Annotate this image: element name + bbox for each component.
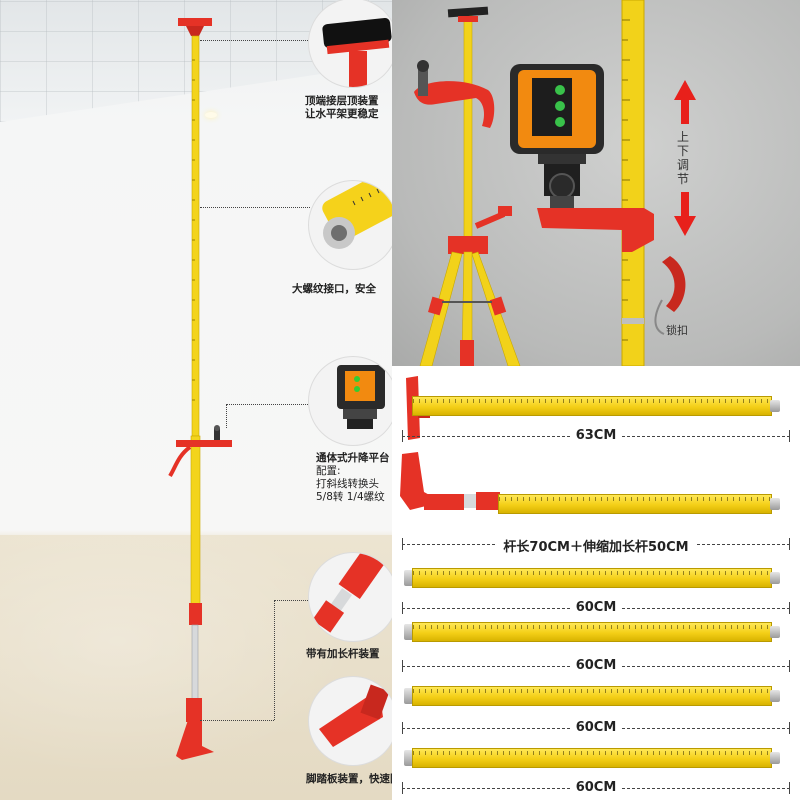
callout-thread-circle xyxy=(308,180,392,270)
tripod-detail-photo: 上 下 调 节 锁扣 xyxy=(392,0,800,366)
pole-lower xyxy=(190,435,201,607)
adjust-label-tune: 调 xyxy=(677,158,690,172)
adjust-arrows xyxy=(674,80,696,236)
callout-foot-pedal-text: 脚踏板装置，快速固定 xyxy=(306,773,392,785)
tripod-center-pole xyxy=(463,11,473,243)
callout-connector xyxy=(226,404,227,428)
callout-lift-platform-circle xyxy=(308,356,392,446)
pole-end-cap xyxy=(770,572,780,584)
pole-section-60cm xyxy=(412,686,772,706)
lock-lever xyxy=(662,256,686,312)
ceiling-light xyxy=(205,112,217,118)
pole-end-cap xyxy=(770,498,780,510)
ruler-bracket xyxy=(537,208,654,252)
ruler-pole xyxy=(621,0,645,366)
callout-connector xyxy=(200,40,310,41)
pole-end-cap xyxy=(404,750,413,766)
adjust-label-up: 上 xyxy=(677,130,690,144)
pole-length-label: 杆长70CM＋伸缩加长杆50CM xyxy=(392,536,800,555)
pole-length-label: 60CM xyxy=(392,658,800,673)
laser-level xyxy=(510,64,604,208)
callout-connector xyxy=(274,600,275,720)
callout-connector xyxy=(200,720,274,721)
pole-length-label: 60CM xyxy=(392,600,800,615)
foot-pedal-end xyxy=(400,452,500,510)
callout-extension-text: 带有加长杆装置 xyxy=(306,648,380,660)
adjust-label-section: 节 xyxy=(677,172,690,186)
tripod-illustration xyxy=(414,0,696,366)
pole-section-60cm xyxy=(412,622,772,642)
pole-section-60cm xyxy=(412,748,772,768)
pole-section-telescopic xyxy=(498,494,772,514)
pole-end-cap xyxy=(770,752,780,764)
pole-section-60cm xyxy=(412,568,772,588)
pole-upper xyxy=(191,35,200,437)
callout-foot-pedal-circle xyxy=(308,676,392,766)
pole-end-cap xyxy=(404,624,413,640)
foot-pedal xyxy=(176,720,214,760)
top-plate xyxy=(178,18,212,26)
left-product-panel: 顶端接层顶装置 让水平架更稳定 大螺纹接口，安全 通体式升降平台 配置: 打斜线 xyxy=(0,0,392,800)
callout-top-plate-text: 顶端接层顶装置 让水平架更稳定 xyxy=(305,95,379,120)
callout-connector xyxy=(226,404,310,405)
pole-length-label: 60CM xyxy=(392,780,800,795)
pole-joint xyxy=(189,603,202,625)
pole-end-cap xyxy=(404,688,413,704)
callout-top-plate-circle xyxy=(308,0,392,88)
callout-thread-text: 大螺纹接口，安全 xyxy=(292,283,376,295)
pole-end-cap xyxy=(404,570,413,586)
callout-connector xyxy=(200,207,310,208)
callout-lift-platform-text: 通体式升降平台 配置: 打斜线转换头 5/8转 1/4螺纹 xyxy=(316,452,390,503)
callout-extension-circle xyxy=(308,552,392,642)
lift-bracket xyxy=(176,440,232,447)
adjust-label-down: 下 xyxy=(677,144,690,158)
callout-connector xyxy=(274,600,310,601)
pole-length-label: 60CM xyxy=(392,720,800,735)
pole-end-cap xyxy=(770,690,780,702)
tripod-bracket xyxy=(414,81,495,128)
lock-label: 锁扣 xyxy=(666,324,688,337)
tripod-legs xyxy=(419,251,521,366)
pole-length-label: 63CM xyxy=(392,428,800,443)
pole-sections-panel: 63CM 杆长70CM＋伸缩加长杆50CM 60CM 60CM 60CM 60C… xyxy=(392,366,800,800)
extension-pole-illustration xyxy=(168,18,232,760)
tripod-head xyxy=(448,236,488,254)
pole-end-cap xyxy=(770,626,780,638)
pole-section-63cm xyxy=(412,396,772,416)
pole-end-cap xyxy=(770,400,780,412)
